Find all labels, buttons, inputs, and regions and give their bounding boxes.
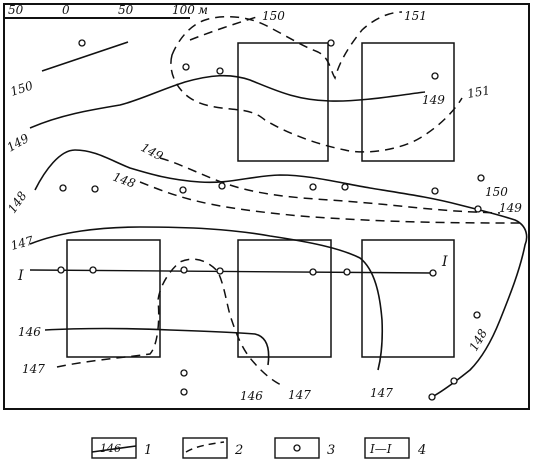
block-bottom-middle <box>237 239 332 358</box>
legend-swatch-3 <box>274 437 320 459</box>
point-marker <box>309 268 317 276</box>
point-marker <box>429 269 437 277</box>
scale-bar: 50 0 50 100 м <box>4 3 208 19</box>
label-147-dashed-left: 147 <box>22 362 45 376</box>
contour-149-dashed <box>159 157 501 214</box>
legend-swatch-1 <box>91 437 137 459</box>
legend-sample-4: I—I <box>369 442 392 456</box>
label-151-dashed-top: 151 <box>404 9 427 23</box>
legend-key-4: 4 <box>417 443 426 458</box>
point-marker <box>309 183 317 191</box>
label-148-solid-left: 148 <box>5 189 30 216</box>
section-label-right: I <box>441 254 448 270</box>
point-marker <box>180 388 188 396</box>
label-146-solid-left: 146 <box>18 325 41 339</box>
label-149-dashed: 149 <box>139 140 166 163</box>
contour-150-solid <box>41 41 129 72</box>
point-marker <box>78 39 86 47</box>
label-149-solid-right: 149 <box>422 93 445 107</box>
point-marker <box>341 183 349 191</box>
point-marker <box>431 187 439 195</box>
label-149-solid-left: 149 <box>5 131 32 155</box>
legend-key-1: 1 <box>144 443 152 458</box>
point-marker <box>180 369 188 377</box>
legend: 146 1 2 3 I—I 4 <box>91 437 426 459</box>
contour-149-solid-top <box>29 74 426 129</box>
section-label-left: I <box>17 268 24 284</box>
point-marker <box>431 72 439 80</box>
solid-contours <box>29 41 528 399</box>
label-146-solid-bottom: 146 <box>240 389 263 403</box>
block-top-right <box>361 42 455 162</box>
label-147-solid-left: 147 <box>9 233 35 253</box>
scale-tick-100: 100 <box>172 3 195 17</box>
scale-tick-50-left: 50 <box>8 3 24 17</box>
contour-148-dashed <box>139 181 521 224</box>
dashed-contour-labels: 150 151 151 149 148 150 147 147 <box>22 9 508 402</box>
label-150-dashed-right: 150 <box>485 185 508 199</box>
contour-150-dashed <box>170 11 463 153</box>
contour-147-dashed-left <box>56 258 286 388</box>
label-148-solid-right: 148 <box>466 326 490 353</box>
legend-sample-1: 146 <box>100 442 121 455</box>
point-marker <box>327 39 335 47</box>
point-marker <box>179 186 187 194</box>
map-frame <box>3 3 530 410</box>
block-bottom-left <box>66 239 161 358</box>
point-marker <box>57 266 65 274</box>
legend-key-3: 3 <box>327 443 335 458</box>
point-marker <box>91 185 99 193</box>
label-150-dashed-top: 150 <box>262 9 285 23</box>
point-marker <box>473 311 481 319</box>
dashed-contours <box>56 11 521 388</box>
legend-key-2: 2 <box>234 443 243 458</box>
point-marker <box>477 174 485 182</box>
legend-point-marker <box>293 444 301 452</box>
scale-unit: м <box>198 3 208 17</box>
point-marker <box>474 205 482 213</box>
label-149-solid-right-edge: 149 <box>499 201 522 215</box>
point-marker <box>180 266 188 274</box>
legend-swatch-2 <box>182 437 228 459</box>
point-markers <box>57 39 485 401</box>
scale-tick-0: 0 <box>62 3 70 17</box>
section-line: I I <box>17 254 448 284</box>
contour-148-solid <box>34 149 528 399</box>
point-marker <box>216 67 224 75</box>
point-marker <box>182 63 190 71</box>
label-147-dashed-bottom: 147 <box>288 388 311 402</box>
contour-147-solid <box>29 226 384 371</box>
label-148-dashed: 148 <box>111 170 138 191</box>
label-150-solid: 150 <box>9 78 35 99</box>
contour-146-solid <box>44 327 270 366</box>
point-marker <box>343 268 351 276</box>
point-marker <box>450 377 458 385</box>
point-marker <box>59 184 67 192</box>
block-bottom-right <box>361 239 455 358</box>
point-marker <box>218 182 226 190</box>
block-top-middle <box>237 42 329 162</box>
blocks <box>66 42 455 358</box>
point-marker <box>89 266 97 274</box>
label-151-dashed-right: 151 <box>466 83 491 101</box>
point-marker <box>216 267 224 275</box>
legend-swatch-4 <box>364 437 410 459</box>
point-marker <box>428 393 436 401</box>
label-147-solid-bottom: 147 <box>370 386 393 400</box>
scale-tick-50: 50 <box>118 3 134 17</box>
